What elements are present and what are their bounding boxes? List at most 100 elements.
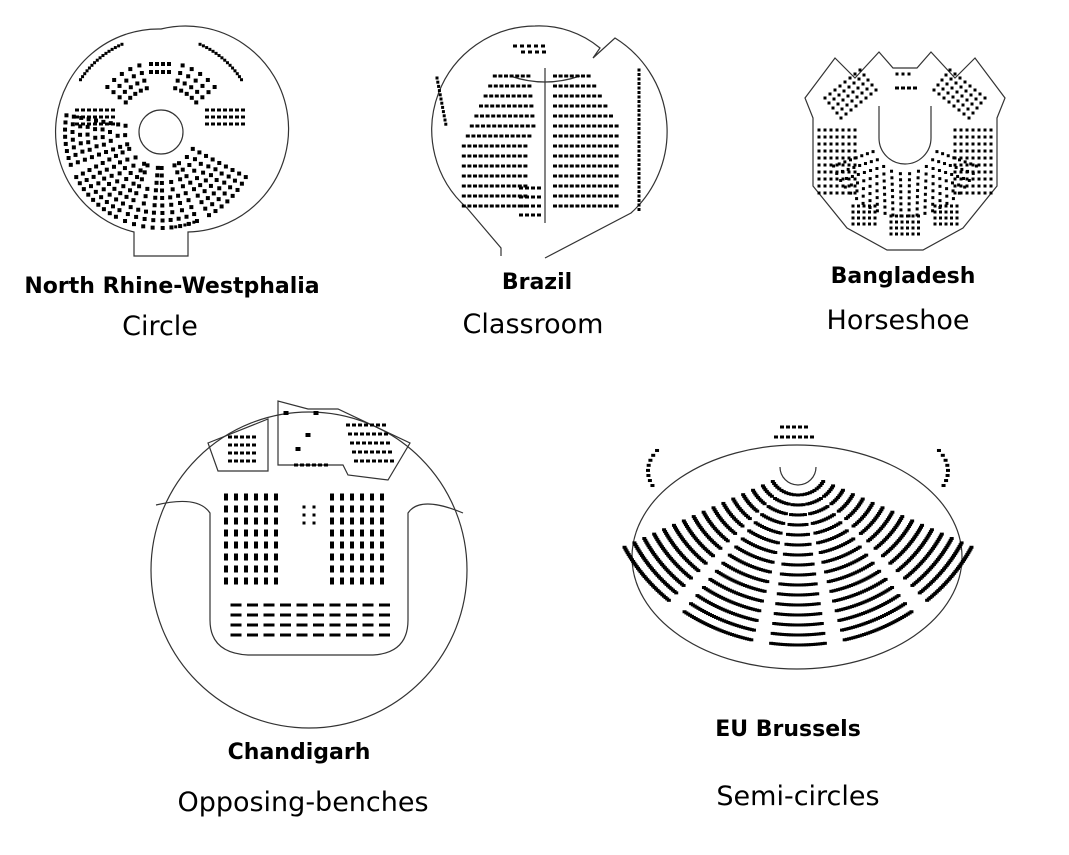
seat (246, 451, 250, 455)
seat (789, 603, 794, 607)
seat (101, 142, 106, 147)
seat (714, 528, 719, 532)
seat (959, 184, 963, 188)
seat (204, 153, 209, 158)
seat (350, 493, 354, 501)
seat (959, 170, 963, 174)
seat (513, 44, 517, 48)
seat (187, 162, 192, 167)
seat (712, 508, 717, 512)
seat (946, 154, 950, 158)
seat (724, 620, 729, 624)
seat (769, 528, 774, 532)
seat (834, 546, 839, 550)
seat (85, 124, 90, 129)
seat (803, 593, 808, 597)
seat (930, 564, 935, 568)
seat (219, 204, 224, 209)
seat (512, 154, 517, 158)
seat (869, 92, 873, 96)
seat (801, 623, 806, 627)
seat (803, 563, 808, 567)
seat (254, 517, 258, 525)
seat (844, 501, 849, 505)
seat (517, 184, 522, 188)
seat (366, 459, 370, 463)
seat (753, 544, 758, 548)
seat (747, 574, 752, 578)
seat (781, 521, 786, 525)
seat (655, 448, 660, 452)
seat (609, 174, 613, 178)
seat (983, 184, 987, 188)
seat (841, 554, 846, 558)
seat (836, 608, 841, 612)
seat (473, 164, 477, 168)
seat (965, 128, 969, 132)
seat (254, 529, 258, 537)
seat (859, 579, 864, 583)
seat (836, 545, 841, 549)
seat (681, 538, 686, 542)
seat (644, 560, 649, 564)
seat (789, 523, 794, 527)
seat (519, 195, 523, 199)
seat (484, 164, 489, 168)
seat (761, 568, 766, 572)
seat (637, 208, 641, 211)
seat (124, 177, 129, 182)
seat (965, 177, 969, 181)
seat (869, 619, 874, 623)
seat (971, 156, 975, 160)
seat (178, 71, 183, 76)
seat (756, 495, 761, 499)
seat (465, 134, 470, 138)
seat (860, 590, 865, 594)
seat (989, 149, 993, 153)
seat (117, 83, 122, 88)
seat (951, 197, 955, 201)
seat (944, 179, 948, 183)
seat (667, 537, 672, 541)
seat (887, 532, 892, 536)
seat (770, 480, 775, 484)
seat (843, 185, 847, 189)
seat (246, 459, 250, 463)
seat (798, 603, 803, 607)
seat (827, 548, 832, 552)
seat (750, 617, 755, 621)
seat (899, 535, 904, 539)
seat (952, 104, 956, 108)
seat (503, 124, 508, 128)
seat (730, 514, 735, 518)
seat (484, 194, 489, 198)
seat (673, 545, 678, 549)
seat (931, 202, 935, 206)
seat (473, 184, 477, 188)
seat (150, 225, 155, 230)
seat (819, 632, 824, 636)
seat (866, 587, 871, 591)
seat (720, 607, 725, 611)
seat (528, 94, 533, 98)
seat (575, 144, 580, 148)
seat (906, 226, 909, 230)
seat (81, 108, 85, 112)
seat (742, 512, 747, 516)
seat (786, 573, 791, 577)
seat (313, 623, 324, 627)
seat (467, 154, 472, 158)
seat (512, 104, 517, 108)
seat (330, 553, 334, 561)
seat (237, 75, 241, 79)
seat (786, 603, 791, 607)
seat (853, 170, 857, 174)
seat (634, 545, 639, 549)
seat (923, 211, 927, 215)
seat (890, 545, 895, 549)
seat (844, 517, 849, 521)
seat (761, 558, 766, 562)
seat (809, 633, 814, 637)
seat (989, 128, 993, 132)
seat (766, 505, 771, 509)
